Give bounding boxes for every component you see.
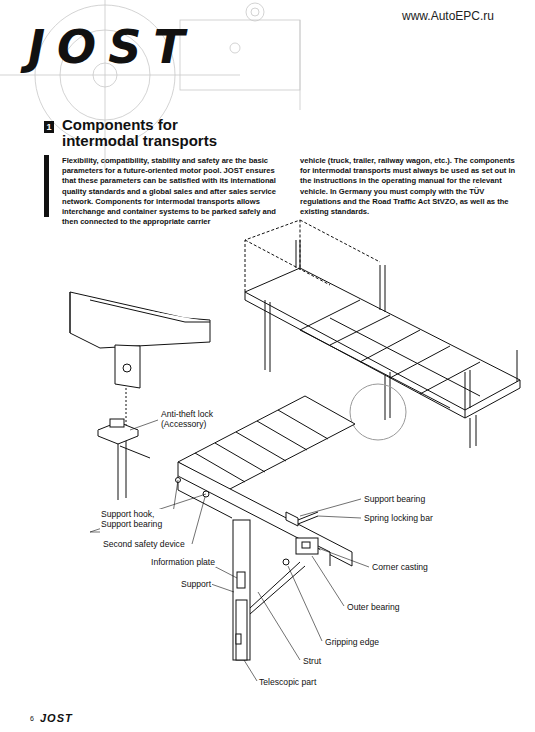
callout-label: Gripping edge (324, 637, 380, 647)
callout-label: Telescopic part (258, 677, 317, 687)
callout-label: Strut (302, 656, 322, 666)
callout-label: Corner casting (371, 562, 429, 572)
callout-label: Outer bearing (346, 602, 401, 612)
watermark: www.AutoEPC.ru (402, 9, 494, 23)
callout-label: Anti-theft lock (Accessory) (160, 409, 232, 430)
side-bar (44, 155, 49, 217)
callout-label: Second safety device (102, 539, 186, 549)
body-text: Flexibility, compatibility, stability an… (62, 156, 286, 227)
page-title: Components for intermodal transports (62, 117, 247, 149)
callout-label: Support hook, Support bearing (100, 509, 176, 530)
section-number: 1 (44, 121, 54, 133)
body-text: vehicle (truck, trailer, railway wagon, … (300, 156, 522, 217)
callout-label: Support bearing (363, 494, 426, 504)
callout-label: Spring locking bar (363, 513, 434, 523)
page-number: 6 (30, 715, 34, 723)
background-decor (0, 0, 300, 170)
callout-label: Support (180, 579, 212, 589)
callout-label: Information plate (150, 557, 216, 567)
support-detail (176, 396, 356, 660)
logo: JOST (28, 22, 197, 72)
footer-logo: JOST (40, 712, 73, 725)
